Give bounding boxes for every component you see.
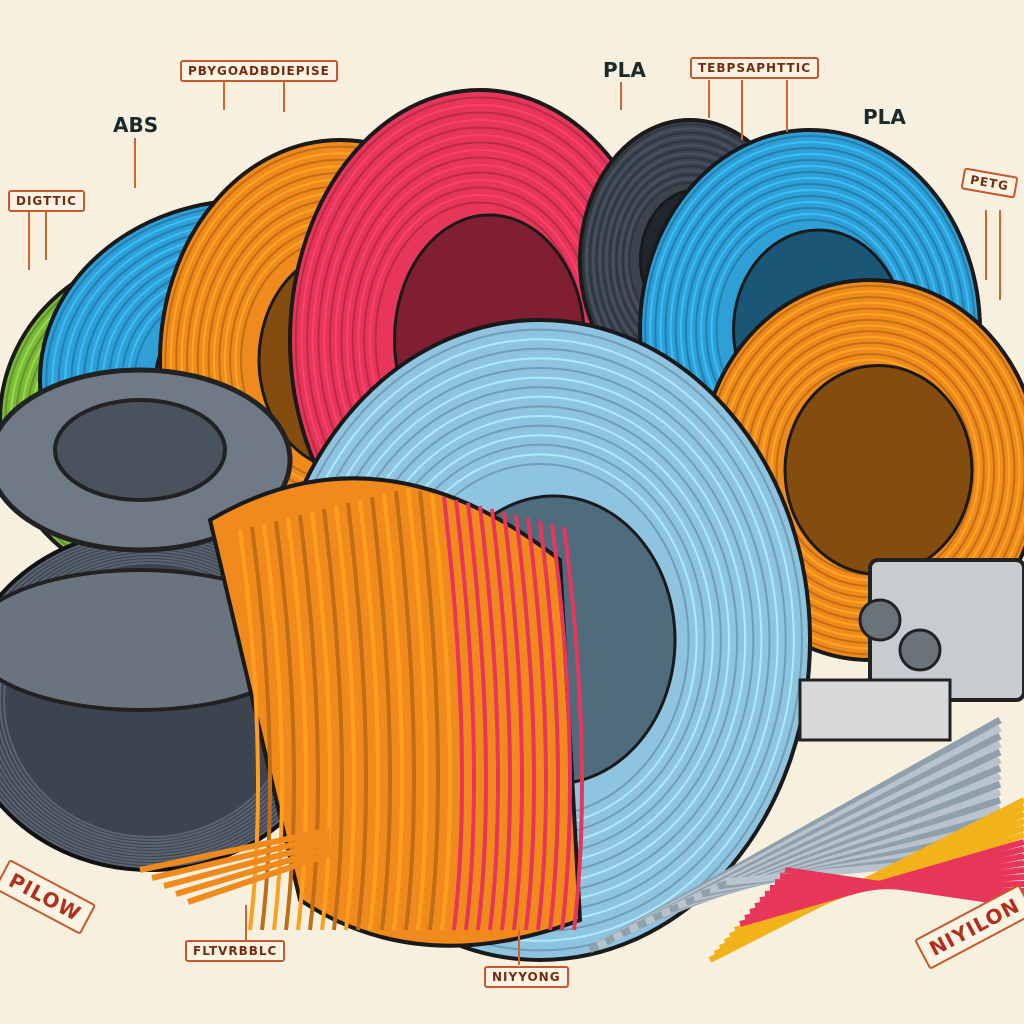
filament-strand	[175, 845, 331, 897]
filament-strand	[163, 839, 331, 889]
spool-hub	[53, 398, 227, 502]
label-abs: ABS	[113, 113, 159, 137]
label-box-left: DIGTTIC	[8, 190, 85, 212]
label-bottom-center: NIYYONG	[484, 966, 569, 988]
filament-strand	[139, 827, 331, 873]
label-box-top-left: PBYGOADBDIEPISE	[180, 60, 338, 82]
filament-rod-colored	[784, 867, 1024, 908]
label-pla-top: PLA	[603, 58, 646, 82]
label-flexible: FLTVRBBLC	[185, 940, 286, 962]
label-pla-right: PLA	[863, 105, 906, 129]
extruder-knob	[898, 628, 942, 672]
extruder-base	[798, 678, 952, 742]
orange-spool-right-core	[783, 364, 974, 576]
extruder-knob	[858, 598, 902, 642]
filament-strand	[187, 851, 331, 905]
label-box-top-right: TEBPSAPHTTIC	[690, 57, 820, 79]
filament-strand	[151, 833, 331, 881]
